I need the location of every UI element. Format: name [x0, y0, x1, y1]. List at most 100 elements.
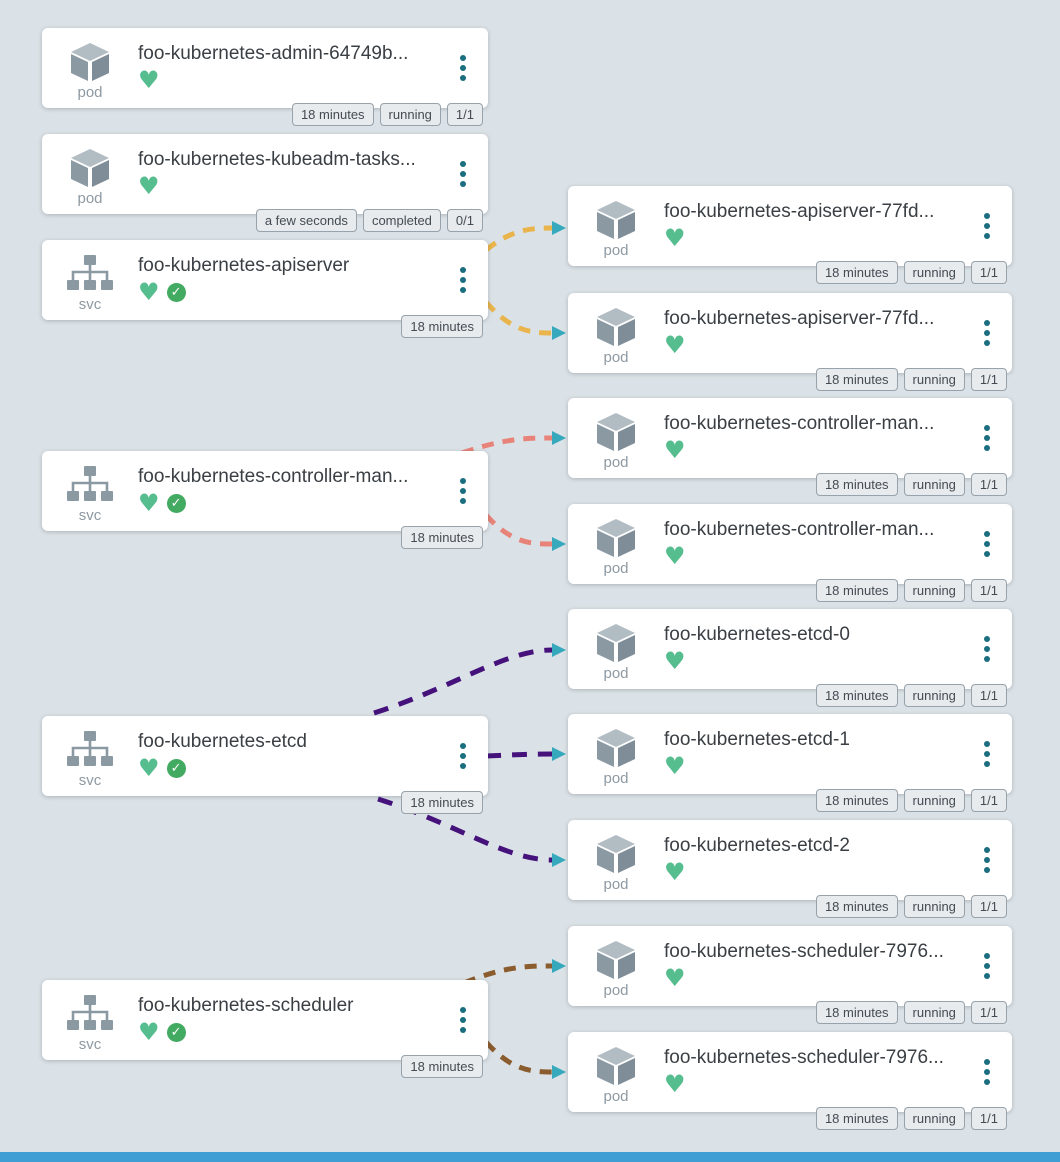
resource-kind-column: pod — [568, 398, 664, 478]
kebab-menu-button[interactable] — [974, 926, 1000, 1006]
resource-body: foo-kubernetes-controller-man... ♥ — [664, 398, 974, 478]
kebab-menu-button[interactable] — [450, 716, 476, 796]
status-badge: 1/1 — [970, 261, 1007, 284]
resource-card-scheduler-svc[interactable]: svc foo-kubernetes-scheduler ♥✓ 18 minut… — [42, 980, 488, 1078]
kebab-menu-button[interactable] — [450, 240, 476, 320]
resource-card-controller-pod-2[interactable]: pod foo-kubernetes-controller-man... ♥ 1… — [568, 504, 1012, 602]
resource-title: foo-kubernetes-etcd-2 — [664, 835, 850, 856]
health-icons: ♥✓ — [138, 280, 450, 304]
pod-icon — [593, 199, 639, 241]
kind-label: pod — [603, 349, 629, 366]
resource-title: foo-kubernetes-kubeadm-tasks... — [138, 149, 416, 170]
status-badge: 18 minutes — [815, 473, 898, 496]
edge-arrowhead-icon — [552, 431, 566, 445]
kind-label: pod — [603, 665, 629, 682]
health-icons: ♥ — [664, 649, 974, 673]
status-badge: 18 minutes — [815, 261, 898, 284]
resource-card-etcd-svc[interactable]: svc foo-kubernetes-etcd ♥✓ 18 minutes — [42, 716, 488, 814]
edge-controller-svc-to-controller-pod-1 — [461, 435, 553, 456]
resource-card-kubeadm-pod[interactable]: pod foo-kubernetes-kubeadm-tasks... ♥ a … — [42, 134, 488, 232]
kebab-menu-button[interactable] — [974, 820, 1000, 900]
status-badge: 18 minutes — [815, 684, 898, 707]
health-icons: ♥✓ — [138, 756, 450, 780]
kind-label: svc — [78, 772, 102, 789]
kebab-menu-button[interactable] — [450, 451, 476, 531]
kebab-menu-button[interactable] — [974, 398, 1000, 478]
resource-body: foo-kubernetes-apiserver-77fd... ♥ — [664, 186, 974, 266]
resource-card-scheduler-pod-1[interactable]: pod foo-kubernetes-scheduler-7976... ♥ 1… — [568, 926, 1012, 1024]
kebab-menu-button[interactable] — [450, 980, 476, 1060]
kebab-dot — [984, 1059, 990, 1065]
kebab-dot — [460, 743, 466, 749]
status-badge: 1/1 — [970, 1001, 1007, 1024]
status-badge: running — [903, 579, 965, 602]
kebab-menu-button[interactable] — [974, 714, 1000, 794]
kebab-dot — [984, 953, 990, 959]
kebab-menu-button[interactable] — [974, 1032, 1000, 1112]
kebab-dot — [460, 498, 466, 504]
resource-card-scheduler-pod-2[interactable]: pod foo-kubernetes-scheduler-7976... ♥ 1… — [568, 1032, 1012, 1130]
resource-title: foo-kubernetes-admin-64749b... — [138, 43, 409, 64]
kind-label: pod — [603, 560, 629, 577]
pod-icon — [593, 727, 639, 769]
resource-body: foo-kubernetes-etcd-2 ♥ — [664, 820, 974, 900]
resource-card-admin-pod[interactable]: pod foo-kubernetes-admin-64749b... ♥ 18 … — [42, 28, 488, 126]
resource-title: foo-kubernetes-scheduler-7976... — [664, 1047, 944, 1068]
kind-label: pod — [603, 982, 629, 999]
resource-kind-column: svc — [42, 240, 138, 320]
kebab-menu-button[interactable] — [450, 28, 476, 108]
resource-kind-column: pod — [568, 714, 664, 794]
status-badge: 1/1 — [970, 368, 1007, 391]
kebab-dot — [984, 445, 990, 451]
kebab-dot — [984, 867, 990, 873]
status-badge: 0/1 — [446, 209, 483, 232]
health-heart-icon: ♥ — [664, 542, 686, 570]
kebab-dot — [460, 181, 466, 187]
kebab-menu-button[interactable] — [974, 186, 1000, 266]
resource-card-apiserver-svc[interactable]: svc foo-kubernetes-apiserver ♥✓ 18 minut… — [42, 240, 488, 338]
status-badge: 18 minutes — [815, 789, 898, 812]
resource-card-apiserver-pod-1[interactable]: pod foo-kubernetes-apiserver-77fd... ♥ 1… — [568, 186, 1012, 284]
status-badge: running — [903, 473, 965, 496]
resource-title: foo-kubernetes-scheduler-7976... — [664, 941, 944, 962]
status-badge: completed — [362, 209, 441, 232]
edge-apiserver-svc-to-apiserver-pod-1 — [484, 225, 553, 252]
resource-body: foo-kubernetes-admin-64749b... ♥ — [138, 28, 450, 108]
resource-title: foo-kubernetes-apiserver — [138, 255, 350, 276]
kebab-menu-button[interactable] — [974, 609, 1000, 689]
edge-etcd-svc-to-etcd-pod-1 — [485, 751, 553, 759]
pod-icon — [67, 147, 113, 189]
health-heart-icon: ♥ — [138, 489, 160, 517]
kebab-dot — [460, 763, 466, 769]
edge-scheduler-svc-to-scheduler-pod-2 — [484, 1040, 553, 1075]
resource-card-controller-pod-1[interactable]: pod foo-kubernetes-controller-man... ♥ 1… — [568, 398, 1012, 496]
kebab-dot — [460, 753, 466, 759]
resource-card-apiserver-pod-2[interactable]: pod foo-kubernetes-apiserver-77fd... ♥ 1… — [568, 293, 1012, 391]
resource-kind-column: pod — [568, 926, 664, 1006]
resource-body: foo-kubernetes-etcd-1 ♥ — [664, 714, 974, 794]
status-badges: 18 minutes — [401, 791, 483, 814]
kebab-dot — [460, 171, 466, 177]
status-badge: 18 minutes — [815, 1107, 898, 1130]
edge-etcd-svc-to-etcd-pod-0 — [373, 647, 553, 716]
resource-body: foo-kubernetes-scheduler-7976... ♥ — [664, 926, 974, 1006]
status-badge: 18 minutes — [401, 791, 483, 814]
kebab-dot — [460, 267, 466, 273]
edge-arrowhead-icon — [552, 537, 566, 551]
ready-check-icon: ✓ — [166, 282, 186, 302]
kebab-menu-button[interactable] — [974, 504, 1000, 584]
kebab-menu-button[interactable] — [974, 293, 1000, 373]
resource-card-controller-svc[interactable]: svc foo-kubernetes-controller-man... ♥✓ … — [42, 451, 488, 549]
status-badge: running — [903, 261, 965, 284]
resource-title: foo-kubernetes-etcd-0 — [664, 624, 850, 645]
resource-title: foo-kubernetes-etcd — [138, 731, 307, 752]
kind-label: svc — [78, 296, 102, 313]
resource-title: foo-kubernetes-scheduler — [138, 995, 354, 1016]
kebab-menu-button[interactable] — [450, 134, 476, 214]
